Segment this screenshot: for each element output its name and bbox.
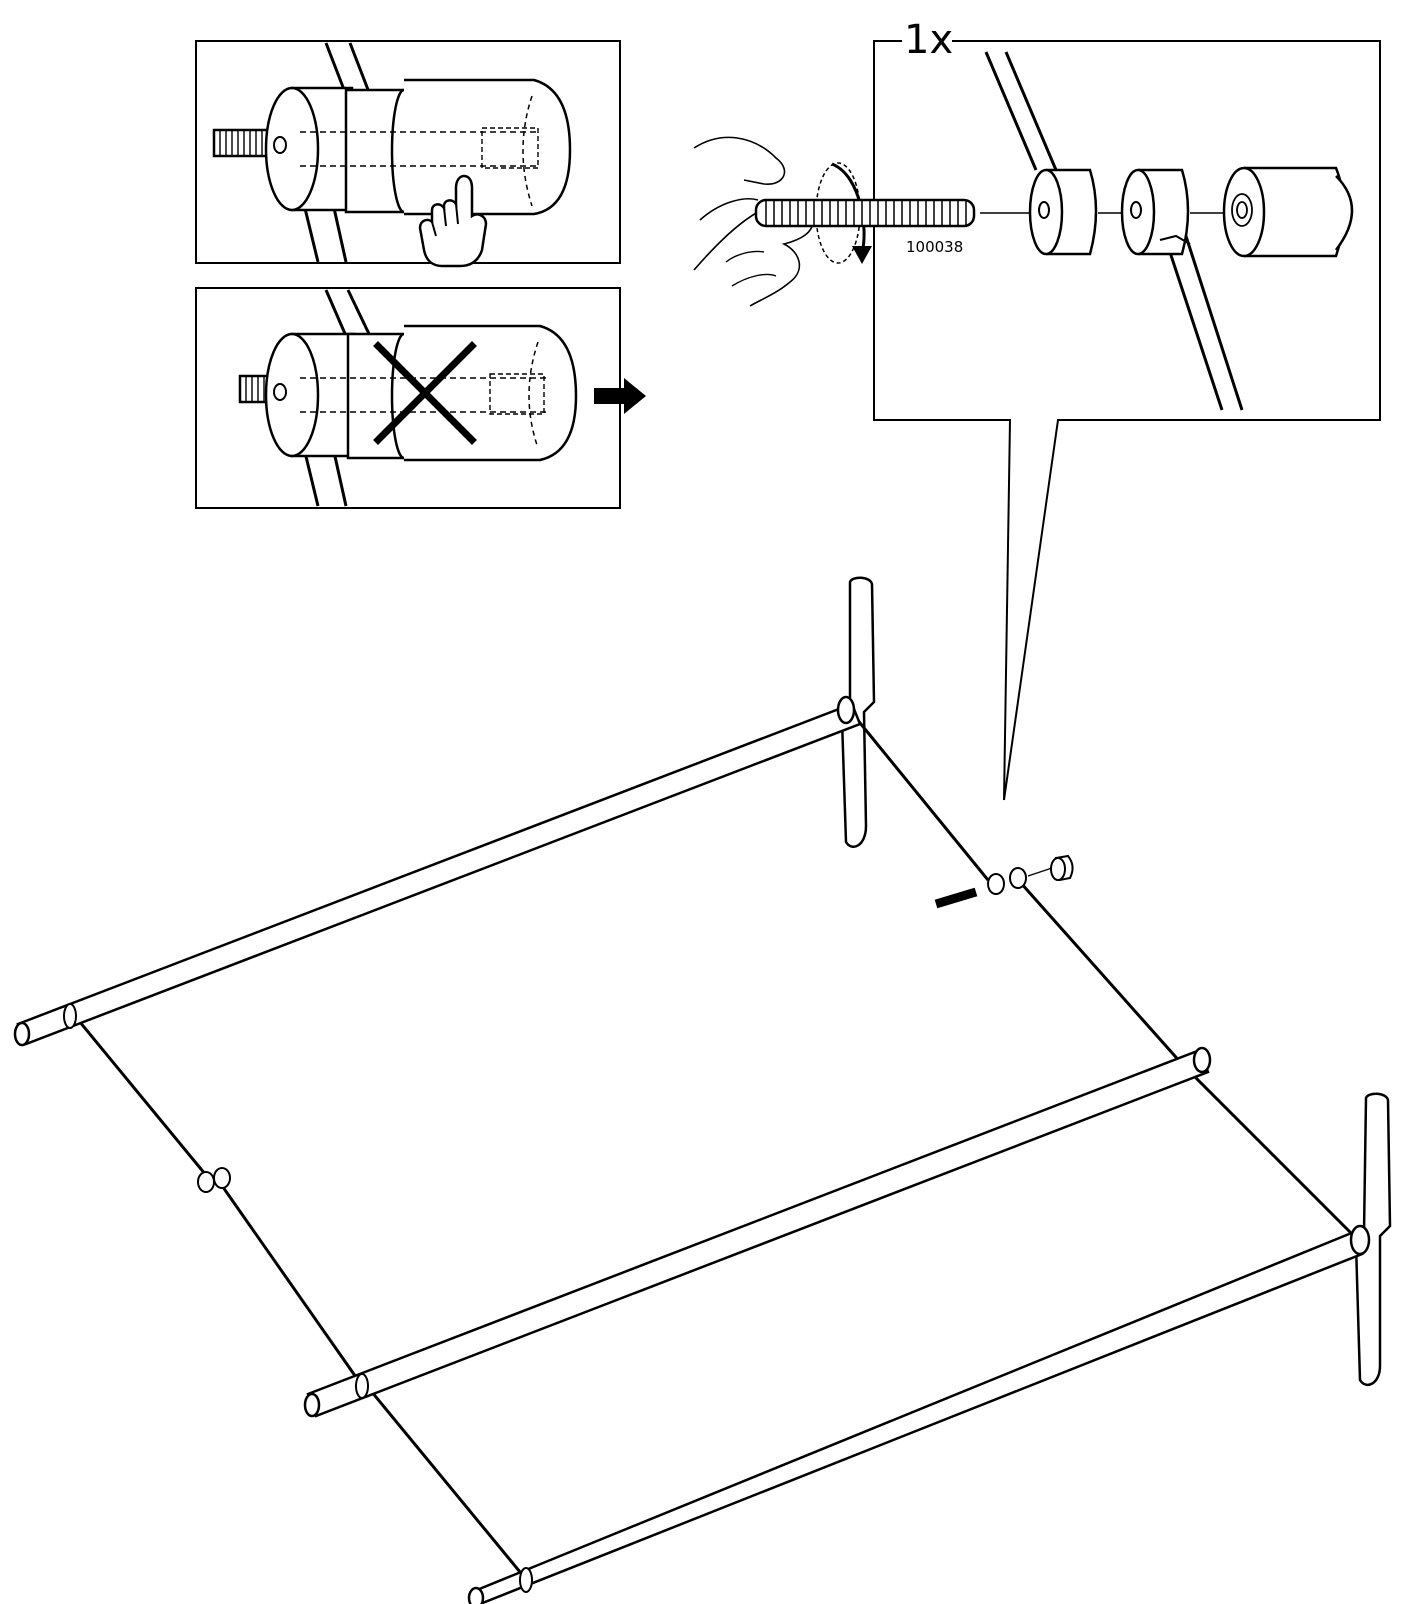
arrow-right-icon bbox=[594, 378, 646, 414]
rail-front bbox=[467, 1224, 1371, 1604]
end-cap bbox=[1028, 168, 1098, 256]
part-number-label: 100038 bbox=[906, 238, 963, 256]
rail-middle bbox=[303, 1046, 1212, 1418]
leg-front bbox=[1354, 1092, 1392, 1386]
quantity-label: 1x bbox=[904, 17, 953, 63]
incorrect-detail-panel bbox=[195, 287, 621, 509]
cable-left bbox=[68, 1009, 522, 1573]
pointing-hand-icon bbox=[418, 174, 488, 268]
cable-connector-left bbox=[197, 1167, 231, 1193]
rail-back bbox=[13, 695, 862, 1047]
end-sleeve bbox=[1222, 166, 1354, 258]
correct-detail-panel bbox=[195, 40, 621, 268]
cross-icon bbox=[373, 341, 477, 445]
rod-connector bbox=[1120, 168, 1191, 256]
leg-back bbox=[840, 576, 876, 848]
threaded-bolt bbox=[754, 198, 976, 228]
hand-icon bbox=[693, 136, 814, 307]
bed-frame-assembly bbox=[13, 576, 1392, 1604]
cable-connector-exploded bbox=[934, 854, 1074, 909]
callout-box: 1x 100038 bbox=[693, 17, 1381, 801]
